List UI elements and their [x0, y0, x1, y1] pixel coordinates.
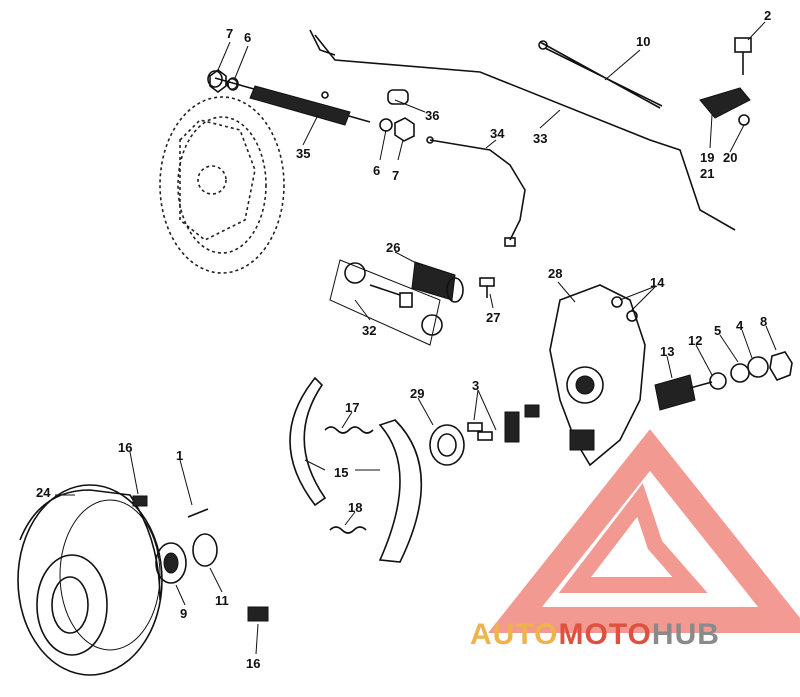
- hub-bolt-part: [654, 351, 793, 411]
- label-28: 28: [548, 266, 562, 281]
- label-33: 33: [533, 131, 547, 146]
- label-5: 5: [714, 323, 721, 338]
- watermark-moto: MOTO: [558, 618, 652, 651]
- label-4: 4: [736, 318, 744, 333]
- leader-lines: [55, 21, 777, 655]
- label-10: 10: [636, 34, 650, 49]
- label-16-bottom: 16: [246, 656, 260, 671]
- bleeder-part: [479, 277, 495, 298]
- watermark-text: AUTOMOTOHUB: [470, 618, 720, 652]
- label-9: 9: [180, 606, 187, 621]
- watermark-logo: [488, 429, 800, 633]
- stud-part: [611, 296, 638, 322]
- wheel-cylinder-part: [329, 259, 464, 346]
- cotter-pin-part: [538, 40, 663, 109]
- label-20: 20: [723, 150, 737, 165]
- watermark-hub: HUB: [651, 618, 720, 651]
- label-19: 19: [700, 150, 714, 165]
- label-27: 27: [486, 310, 500, 325]
- label-16-top: 16: [118, 440, 132, 455]
- fitting-part: [699, 37, 752, 126]
- adjuster-part: [467, 404, 540, 443]
- label-21: 21: [700, 166, 714, 181]
- label-1: 1: [176, 448, 183, 463]
- watermark-auto: AUTO: [470, 618, 559, 651]
- label-6-mid: 6: [373, 163, 380, 178]
- label-24: 24: [36, 485, 51, 500]
- seal-part: [429, 424, 465, 466]
- label-12: 12: [688, 333, 702, 348]
- label-26: 26: [386, 240, 400, 255]
- label-2: 2: [764, 8, 771, 23]
- label-34: 34: [490, 126, 505, 141]
- label-11: 11: [215, 593, 229, 608]
- screw-part: [132, 495, 269, 622]
- label-15: 15: [334, 465, 348, 480]
- brake-rod-part: [309, 29, 736, 231]
- label-8: 8: [760, 314, 767, 329]
- label-14: 14: [650, 275, 665, 290]
- brake-line-part: [426, 136, 526, 247]
- label-7-top: 7: [226, 26, 233, 41]
- label-3: 3: [472, 378, 479, 393]
- label-32: 32: [362, 323, 376, 338]
- label-17: 17: [345, 400, 359, 415]
- support-plate-part: [549, 284, 646, 467]
- backing-plate-part: [159, 96, 285, 274]
- bearing-part: [155, 533, 218, 584]
- label-6-top: 6: [244, 30, 251, 45]
- label-7-mid: 7: [392, 168, 399, 183]
- label-13: 13: [660, 344, 674, 359]
- shaft-part: [207, 70, 371, 126]
- label-35: 35: [296, 146, 310, 161]
- brake-shoes-part: [289, 376, 423, 563]
- brake-drum-part: [17, 484, 163, 676]
- label-36: 36: [425, 108, 439, 123]
- part-number-labels: 7 6 2 10 36 34 33 35 6 7 19 20 21 26 27 …: [36, 8, 771, 671]
- label-18: 18: [348, 500, 362, 515]
- label-29: 29: [410, 386, 424, 401]
